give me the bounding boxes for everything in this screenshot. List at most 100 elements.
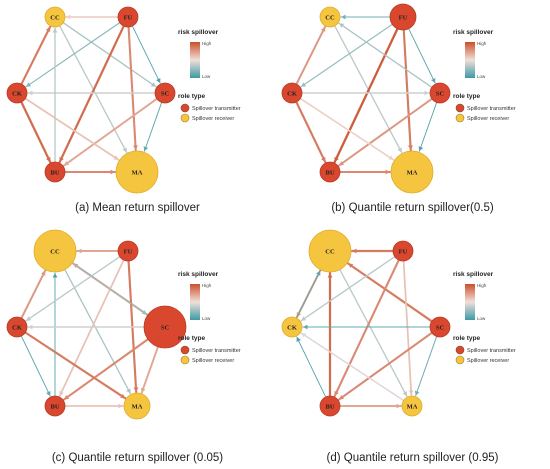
spillover-edge-ck-ma	[24, 97, 120, 161]
node-label-sc: SC	[436, 90, 445, 97]
spillover-edge-ck-bu	[20, 100, 52, 164]
arrow-head-icon	[63, 161, 69, 166]
legend-high-label: High	[202, 41, 212, 46]
node-label-fu: FU	[399, 248, 408, 255]
arrow-head-icon	[338, 161, 344, 166]
arrow-head-icon	[28, 324, 33, 330]
panel-caption: (d) Quantile return spillover (0.95)	[326, 452, 499, 464]
arrow-head-icon	[296, 336, 301, 343]
node-ck	[281, 316, 303, 338]
legend-low-label: Low	[202, 74, 211, 79]
spillover-edge-ck-cc	[295, 25, 327, 86]
node-ma	[115, 150, 159, 194]
node-sc	[429, 82, 451, 104]
node-bu	[319, 161, 341, 183]
arrow-head-icon	[133, 387, 139, 393]
arrow-head-icon	[334, 156, 339, 163]
arrow-head-icon	[301, 333, 307, 338]
spillover-edge-sc-bu	[62, 338, 149, 401]
arrow-head-icon	[424, 90, 429, 96]
spillover-edge-sc-ma	[418, 101, 438, 152]
arrow-head-icon	[113, 155, 119, 160]
arrow-head-icon	[66, 14, 71, 20]
arrow-head-icon	[408, 390, 414, 396]
arrow-head-icon	[301, 316, 307, 321]
arrow-head-icon	[118, 403, 123, 409]
node-label-ma: MA	[407, 403, 418, 410]
spillover-edge-sc-cc	[338, 22, 433, 88]
spillover-edge-fu-sc	[131, 25, 161, 84]
node-sc	[429, 316, 451, 338]
spillover-edge-sc-ma	[415, 335, 438, 397]
risk-legend-title: risk spillover	[453, 271, 494, 278]
legend-transmitter-label: Spillover transmitter	[467, 106, 516, 112]
risk-color-scale	[465, 42, 475, 78]
arrow-head-icon	[46, 156, 51, 163]
spillover-edge-cc-ma	[64, 268, 132, 395]
transmitter-swatch-icon	[455, 103, 465, 113]
spillover-edge-fu-ma	[402, 28, 412, 152]
panel-caption: (c) Quantile return spillover (0.05)	[51, 452, 224, 464]
arrow-head-icon	[52, 28, 58, 33]
edges	[20, 14, 163, 175]
node-label-bu: BU	[325, 169, 334, 176]
spillover-edge-ck-bu	[295, 100, 327, 164]
arrow-head-icon	[408, 145, 413, 151]
node-label-bu: BU	[325, 403, 334, 410]
arrow-head-icon	[59, 156, 64, 163]
node-sc	[154, 82, 176, 104]
arrow-head-icon	[45, 26, 51, 32]
spillover-edge-sc-ma	[143, 101, 163, 152]
arrow-head-icon	[303, 324, 308, 330]
node-fu	[117, 240, 139, 262]
transmitter-swatch-icon	[180, 345, 190, 355]
arrow-head-icon	[301, 82, 307, 87]
role-legend-title: role type	[453, 335, 480, 342]
spillover-edge-cc-ma	[339, 268, 408, 397]
arrow-head-icon	[338, 395, 344, 400]
node-bu	[44, 395, 66, 417]
spillover-edge-sc-bu	[62, 97, 158, 167]
node-label-ck: CK	[12, 324, 22, 331]
arrow-head-icon	[431, 78, 436, 84]
spillover-edge-sc-cc	[347, 262, 433, 323]
spillover-edge-fu-sc	[408, 28, 436, 84]
node-cc	[319, 6, 341, 28]
arrow-head-icon	[59, 390, 64, 397]
node-ma	[401, 395, 423, 417]
legend-high-label: High	[477, 41, 487, 46]
arrow-head-icon	[143, 146, 149, 152]
node-ck	[281, 82, 303, 104]
transmitter-swatch-icon	[180, 103, 190, 113]
arrow-head-icon	[26, 82, 32, 87]
spillover-edge-ck-cc	[20, 269, 47, 320]
spillover-edge-sc-bu	[337, 331, 433, 401]
legend-receiver-label: Spillover receiver	[467, 116, 509, 122]
node-fu	[389, 3, 417, 31]
node-cc	[44, 6, 66, 28]
receiver-swatch-icon	[180, 113, 190, 123]
node-fu	[117, 6, 139, 28]
arrow-head-icon	[77, 248, 82, 254]
arrow-head-icon	[341, 14, 346, 20]
risk-color-scale	[190, 42, 200, 78]
legend-receiver-label: Spillover receiver	[192, 358, 234, 364]
spillover-edge-bu-ck	[296, 336, 327, 398]
node-label-sc: SC	[436, 324, 445, 331]
arrow-head-icon	[316, 270, 321, 276]
node-label-cc: CC	[50, 248, 60, 255]
arrow-head-icon	[63, 395, 69, 400]
arrow-head-icon	[26, 316, 32, 321]
arrow-head-icon	[133, 145, 138, 151]
spillover-edge-fu-ck	[300, 255, 396, 322]
node-label-sc: SC	[161, 90, 170, 97]
